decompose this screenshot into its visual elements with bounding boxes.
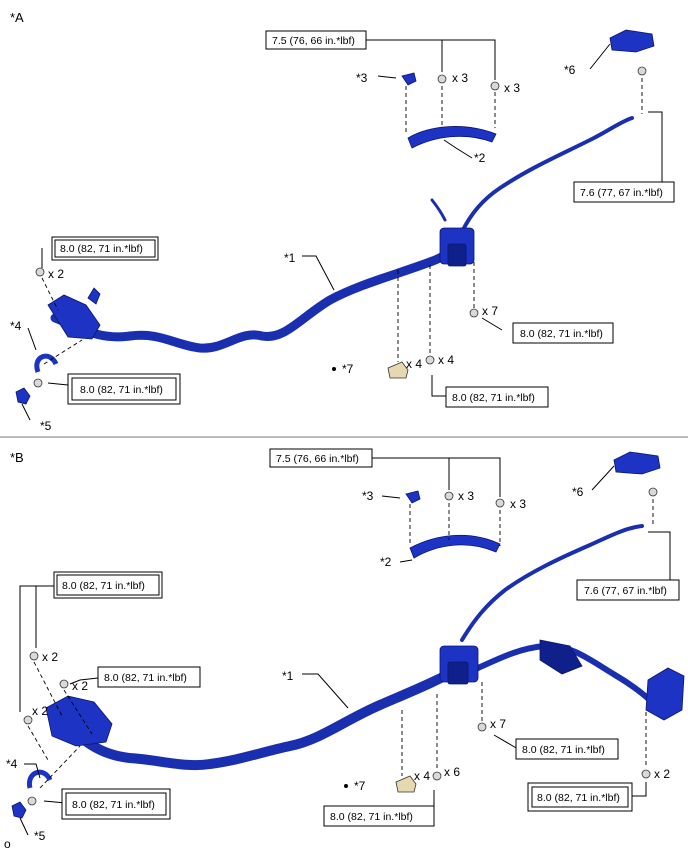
section-a-harness-end-left [47,294,101,340]
section-b-qty-6: x 7 [490,717,506,731]
section-b-qty-2: x 3 [510,497,526,511]
section-b-part-6-connector [613,451,661,475]
section-b-torque-4: 8.0 (82, 71 in.*lbf) [97,666,201,688]
section-a-part-4-clamp [34,353,59,373]
section-a-part-3-clip [401,72,417,86]
svg-text:8.0 (82, 71 in.*lbf): 8.0 (82, 71 in.*lbf) [72,799,155,811]
section-a-qty-3: x 2 [48,267,64,281]
svg-text:8.0 (82, 71 in.*lbf): 8.0 (82, 71 in.*lbf) [452,392,535,404]
svg-text:8.0 (82, 71 in.*lbf): 8.0 (82, 71 in.*lbf) [60,243,143,255]
section-b-part-4-clamp [26,769,53,789]
svg-text:7.5 (76, 66 in.*lbf): 7.5 (76, 66 in.*lbf) [276,453,359,465]
section-a-part-2-cover [407,126,497,149]
section-b-torque-2: 7.6 (77, 67 in.*lbf) [576,579,680,601]
svg-text:8.0 (82, 71 in.*lbf): 8.0 (82, 71 in.*lbf) [104,672,187,684]
svg-text:7.6 (77, 67 in.*lbf): 7.6 (77, 67 in.*lbf) [580,187,663,199]
section-b-qty-4: x 2 [72,679,88,693]
section-b-qty-1: x 3 [458,489,474,503]
svg-text:8.0 (82, 71 in.*lbf): 8.0 (82, 71 in.*lbf) [62,580,145,592]
section-b-label-part-3: *3 [362,489,374,503]
section-a-part-6-connector [609,29,655,53]
section-b-bolts [23,487,658,806]
section-a-label-part-2: *2 [474,151,486,165]
section-a-torque-4: 8.0 (82, 71 in.*lbf) [512,322,614,344]
section-a-part-7-nut [387,361,409,379]
section-b-harness-end-right [645,667,685,721]
section-b-part-3-clip [405,490,421,504]
section-b-torque-8: 8.0 (82, 71 in.*lbf) [527,782,633,812]
section-b-harness-end-left [45,695,113,747]
section-a-qty-4: x 7 [482,304,498,318]
section-a-torque-5: 8.0 (82, 71 in.*lbf) [67,373,181,405]
section-b-label-part-4: *4 [6,757,18,771]
section-a-label: *A [10,10,24,25]
section-b-label-part-2: *2 [380,555,392,569]
section-a-qty-1: x 3 [452,71,468,85]
section-a-label-part-7: *7 [342,362,354,376]
section-b-label-part-5: *5 [34,829,46,843]
section-b-leaders [19,457,671,836]
section-a-dashed-guides [41,78,643,365]
section-a-label-part-4: *4 [10,319,22,333]
section-a-qty-2: x 3 [504,81,520,95]
section-b-label: *B [10,450,24,465]
svg-text:7.6 (77, 67 in.*lbf): 7.6 (77, 67 in.*lbf) [584,585,667,597]
svg-text:7.5 (76, 66 in.*lbf): 7.5 (76, 66 in.*lbf) [272,35,355,47]
section-b-harness [45,524,685,771]
section-b-qty-5: x 2 [32,704,48,718]
section-b-bullet [344,784,348,788]
section-b-torque-5: 8.0 (82, 71 in.*lbf) [515,738,619,760]
section-b-qty-3: x 2 [42,650,58,664]
section-b-torque-7: 8.0 (82, 71 in.*lbf) [323,805,435,827]
section-a-label-part-6: *6 [564,63,576,77]
section-a-harness [47,116,634,353]
section-a-label-part-3: *3 [356,71,368,85]
section-a-qty-6: x 4 [438,353,454,367]
svg-text:8.0 (82, 71 in.*lbf): 8.0 (82, 71 in.*lbf) [522,744,605,756]
section-a-torque-1: 7.5 (76, 66 in.*lbf) [265,30,367,50]
section-a-bolts [33,66,647,388]
section-b-label-part-1: *1 [282,669,294,683]
section-b-torque-6: 8.0 (82, 71 in.*lbf) [61,788,171,820]
svg-text:8.0 (82, 71 in.*lbf): 8.0 (82, 71 in.*lbf) [537,792,620,804]
section-b-label-part-7: *7 [354,779,366,793]
svg-text:8.0 (82, 71 in.*lbf): 8.0 (82, 71 in.*lbf) [520,328,603,340]
section-b-torque-3: 8.0 (82, 71 in.*lbf) [53,571,163,599]
section-b-qty-7: x 4 [414,769,430,783]
svg-text:8.0 (82, 71 in.*lbf): 8.0 (82, 71 in.*lbf) [330,811,413,823]
section-a-part-5-bracket [15,387,31,405]
section-a-torque-6: 8.0 (82, 71 in.*lbf) [445,386,549,408]
section-b-label-part-6: *6 [572,485,584,499]
section-a-label-part-5: *5 [40,419,52,433]
section-a-leaders [21,39,663,421]
section-b-torque-1: 7.5 (76, 66 in.*lbf) [269,448,373,468]
section-b-qty-9: x 2 [654,767,670,781]
section-a-label-part-1: *1 [284,251,296,265]
svg-text:8.0 (82, 71 in.*lbf): 8.0 (82, 71 in.*lbf) [80,384,163,396]
section-a-qty-5: x 4 [406,357,422,371]
section-b-part-7-nut [395,775,417,793]
section-b-dashed-guides [27,499,654,789]
section-b-qty-8: x 6 [444,765,460,779]
footer-code: o [4,837,11,851]
section-a-torque-2: 7.6 (77, 67 in.*lbf) [573,181,675,203]
section-a-torque-3: 8.0 (82, 71 in.*lbf) [51,236,159,261]
section-b-part-5-bracket [11,801,27,819]
section-b-part-2-cover [409,534,501,559]
section-a-bullet [332,367,336,371]
